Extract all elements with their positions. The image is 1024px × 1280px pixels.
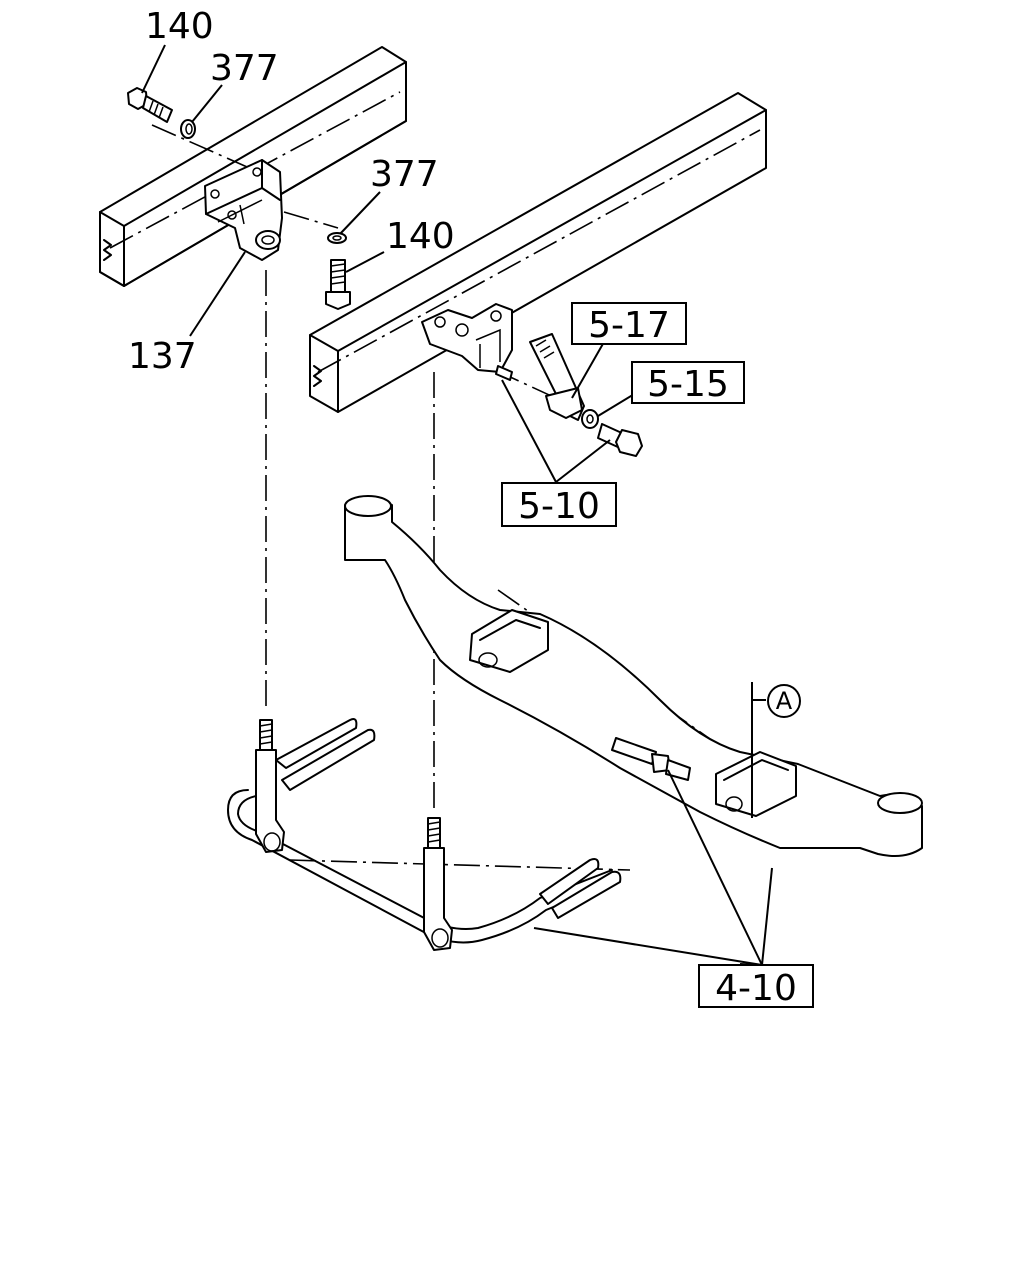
stabilizer-bar-icon — [227, 718, 622, 951]
ref-box-4-10[interactable]: 4-10 — [698, 964, 814, 1009]
link-5-17-icon — [529, 333, 585, 421]
bolt-5-10-icon — [597, 423, 643, 457]
label-140-right: 140 — [386, 216, 455, 257]
view-a-marker: A — [751, 682, 801, 818]
label-377-right: 377 — [370, 154, 439, 195]
ref-box-5-17[interactable]: 5-17 — [571, 302, 687, 346]
bolt-140-top-icon — [127, 87, 173, 123]
washer-377-right-icon — [327, 232, 347, 244]
stabilizer-bracket-icon — [421, 303, 513, 381]
label-140-top: 140 — [145, 6, 214, 47]
bracket-137-icon — [204, 159, 283, 261]
ref-5-10-text: 5-10 — [518, 486, 600, 527]
bolt-140-right-icon — [325, 259, 351, 310]
label-137: 137 — [128, 336, 197, 377]
leader-lines — [141, 44, 773, 966]
view-a-label: A — [776, 687, 793, 715]
ref-box-5-15[interactable]: 5-15 — [631, 361, 745, 405]
right-frame-rail — [309, 92, 767, 413]
ref-5-15-text: 5-15 — [647, 364, 729, 405]
link-bolt-icon — [611, 737, 691, 781]
ref-5-17-text: 5-17 — [588, 305, 670, 346]
washer-377-top-icon — [180, 119, 196, 139]
ref-4-10-text: 4-10 — [715, 968, 797, 1009]
ref-box-5-10[interactable]: 5-10 — [501, 482, 617, 527]
washer-5-15-icon — [581, 409, 599, 429]
front-axle-icon — [344, 495, 923, 857]
label-377-top: 377 — [210, 48, 279, 89]
